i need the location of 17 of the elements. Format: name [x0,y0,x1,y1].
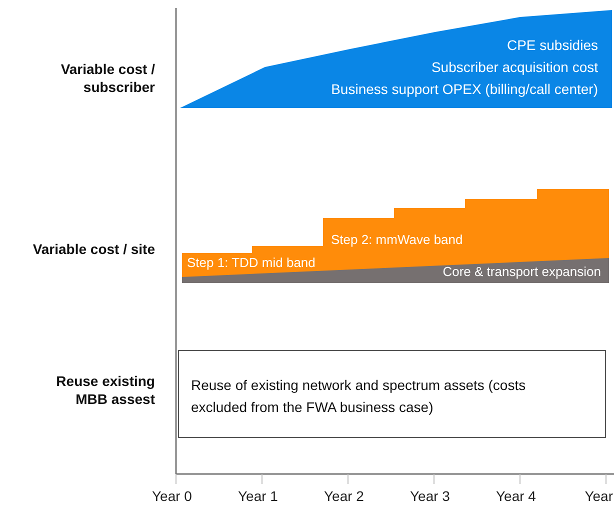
axis-tick-label: Year 2 [324,489,364,503]
axis-tick-label: Year 4 [496,489,536,503]
area-label: CPE subsidies [506,38,598,52]
text-box [178,350,606,438]
box-text: Reuse of existing network and spectrum assets (costs excluded from the FWA business case) [191,376,527,417]
row-label: Reuse existing MBB assest [55,372,155,408]
area-label: Step 1: TDD mid band [187,256,316,269]
area-label: Core & transport expansion [442,265,601,278]
area-label: Subscriber acquisition cost [431,60,598,74]
area-label: Business support OPEX (billing/call center) [331,82,598,96]
axis-tick-label: Year 3 [410,489,450,503]
axis-tick-label: Year [584,489,613,503]
row-label: Variable cost / subscriber [60,60,155,96]
axis-tick-label: Year 1 [238,489,278,503]
axis-tick-label: Year 0 [152,489,192,503]
area-label: Step 2: mmWave band [331,233,463,246]
row-label: Variable cost / site [32,240,155,258]
